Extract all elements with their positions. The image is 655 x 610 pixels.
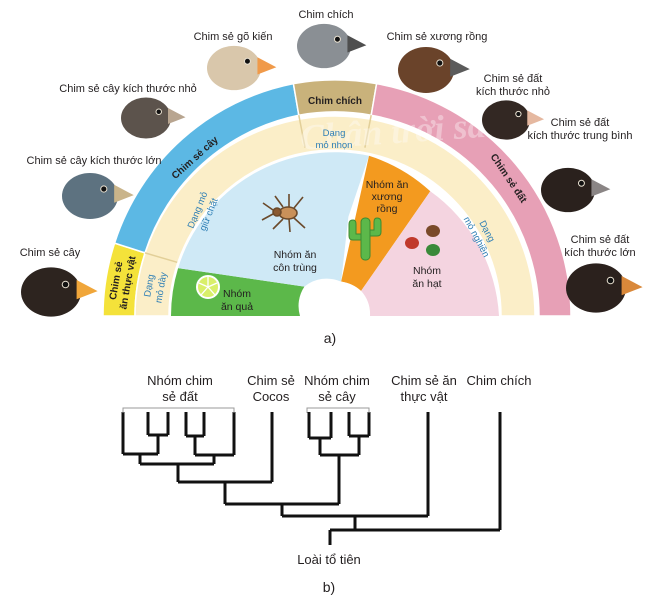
bird-label: Chim chích xyxy=(298,9,353,21)
finch-eye xyxy=(61,280,70,289)
finch-head xyxy=(297,23,351,69)
finch-head-image xyxy=(482,100,545,140)
phylogenetic-tree xyxy=(121,412,502,545)
bird-label: kích thước trung bình xyxy=(527,130,632,142)
tree-label: Nhóm chim xyxy=(147,373,213,388)
finch-head-image xyxy=(297,23,367,69)
ancestor-label: Loài tổ tiên xyxy=(297,552,361,567)
bird-label: kích thước nhỏ xyxy=(476,86,550,98)
diet-label-fruit: Nhóm xyxy=(223,288,251,300)
finch-beak xyxy=(347,35,367,53)
finch-beak xyxy=(527,110,545,126)
finch-head xyxy=(21,267,81,317)
diet-label-cactus: Nhóm ăn xyxy=(366,179,409,191)
diet-label-seeds: ăn hạt xyxy=(412,278,441,290)
finch-head xyxy=(482,100,530,140)
tree-labels: Nhóm chim sẻ đất Chim sẻ Cocos Nhóm chim… xyxy=(147,373,531,567)
finch-head-image xyxy=(21,267,98,317)
finch-eye xyxy=(577,179,585,187)
finch-beak xyxy=(450,58,470,77)
bird-portraits xyxy=(21,23,643,317)
finch-head-image xyxy=(121,97,186,139)
cactus-icon xyxy=(348,217,382,261)
finch-eye xyxy=(515,110,522,118)
finch-head xyxy=(566,263,626,313)
diet-label-cactus: xương xyxy=(372,191,403,203)
beak-ring xyxy=(134,115,536,317)
tree-label: Nhóm chim xyxy=(304,373,370,388)
finch-eye xyxy=(606,276,615,285)
finch-head-image xyxy=(207,45,277,91)
finch-beak xyxy=(621,276,643,296)
part-b-label: b) xyxy=(323,579,335,595)
beak-label-line: mỏ nhọn xyxy=(316,140,353,151)
finch-eye xyxy=(333,35,341,43)
diet-label-insects: côn trùng xyxy=(273,262,317,274)
finch-head xyxy=(62,173,118,219)
finch-head xyxy=(541,167,595,213)
finch-head-image xyxy=(398,47,470,93)
diet-label-seeds: Nhóm xyxy=(413,265,441,277)
bird-label: Chim sẻ cây xyxy=(20,247,81,259)
tree-label: sẻ cây xyxy=(318,389,356,404)
tree-label: Chim sẻ xyxy=(247,373,295,388)
diet-label-cactus: rồng xyxy=(376,203,397,215)
finch-eye xyxy=(243,57,251,65)
finch-head-image xyxy=(566,263,643,313)
finch-head xyxy=(207,45,261,91)
finch-beak xyxy=(76,280,98,300)
finch-eye xyxy=(155,108,162,115)
tree-label: sẻ đất xyxy=(162,389,198,404)
bird-label: kích thước lớn xyxy=(564,247,635,259)
bird-labels: Chim sẻ cây Chim sẻ cây kích thước lớn C… xyxy=(20,9,636,259)
beak-diet-semicircle: Chân trời sáng tạo Chim sẻ cây Chim chíc… xyxy=(102,79,579,317)
insect-icon xyxy=(261,194,306,233)
beak-label-probing: Dạng mỏ nhọn xyxy=(316,128,353,151)
finch-head-image xyxy=(541,167,611,213)
finch-eye xyxy=(436,59,444,67)
diet-label-insects: Nhóm ăn xyxy=(274,249,317,261)
finch-beak xyxy=(168,108,186,124)
finch-beak xyxy=(114,184,134,203)
finch-head xyxy=(398,47,454,93)
outer-label-warbler: Chim chích xyxy=(308,96,362,107)
bird-label: Chim sẻ cây kích thước nhỏ xyxy=(59,83,196,95)
tree-label: Chim chích xyxy=(466,373,531,388)
seeds-icon xyxy=(405,225,440,256)
finch-head xyxy=(121,97,171,139)
bird-label: Chim sẻ cây kích thước lớn xyxy=(27,155,162,167)
tree-label: Chim sẻ ăn xyxy=(391,373,457,388)
tree-label: Cocos xyxy=(253,389,290,404)
center-hole xyxy=(300,281,370,316)
bird-label: Chim sẻ đất xyxy=(551,117,610,129)
part-a-label: a) xyxy=(324,330,336,346)
bird-label: Chim sẻ xương rồng xyxy=(387,31,488,43)
beak-ring-dividers xyxy=(144,115,372,264)
finch-head-image xyxy=(62,173,134,219)
group-brackets xyxy=(122,407,370,413)
diet-sector-insects xyxy=(178,152,369,287)
beak-label-thick: Dạng mỏ dày xyxy=(142,271,169,304)
bird-label: Chim sẻ gõ kiến xyxy=(194,31,273,43)
bird-label: Chim sẻ đất xyxy=(571,234,630,246)
beak-label-line: Dạng xyxy=(142,274,157,298)
beak-label-line: Dạng xyxy=(323,128,346,139)
finch-eye xyxy=(100,185,108,193)
diet-label-fruit: ăn quả xyxy=(221,301,253,313)
finch-beak xyxy=(591,179,611,197)
finch-beak xyxy=(257,57,277,75)
bird-label: Chim sẻ đất xyxy=(484,73,543,85)
tree-label: thực vật xyxy=(401,389,448,404)
beak-label-line: mỏ dày xyxy=(153,271,169,304)
lime-icon xyxy=(196,275,220,299)
outer-sector-ground-finch xyxy=(370,82,572,317)
